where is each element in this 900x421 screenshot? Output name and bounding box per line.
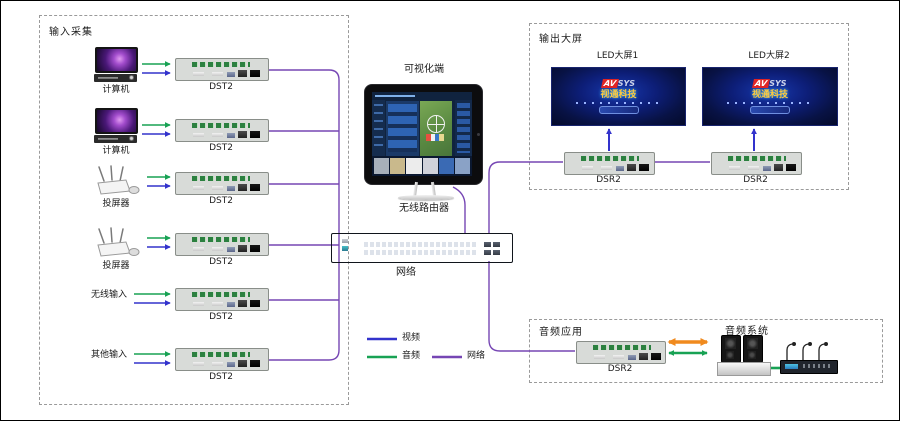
encoder-label: DST2 (209, 257, 233, 267)
encoder-label: DST2 (209, 82, 233, 92)
audio-mixer-icon (780, 360, 838, 374)
encoder-label: DST2 (209, 312, 233, 322)
speaker-icon (721, 335, 741, 363)
source-label: 投屏器 (102, 261, 130, 271)
led-screen-label: LED大屏2 (748, 51, 790, 61)
led-screen-label: LED大屏1 (596, 51, 639, 61)
legend-video-label: 视频 (402, 333, 421, 343)
brand-name: 视通科技 (751, 90, 788, 100)
switch-label: 网络 (396, 267, 416, 278)
dashboard-map-panel (420, 101, 452, 156)
dashboard-thumbnails (372, 156, 472, 176)
tablet-stand-base (398, 195, 454, 200)
input-group-title: 输入采集 (49, 27, 93, 38)
dashboard-screen (372, 92, 472, 176)
brand-name: 视通科技 (600, 90, 637, 100)
speaker-icon (743, 335, 763, 363)
encoder-label: DST2 (209, 372, 233, 382)
audio-system-title: 音频系统 (725, 326, 769, 337)
amplifier-icon (717, 362, 771, 376)
microphones-icon (786, 342, 828, 360)
brand-pill (750, 106, 790, 114)
source-label: 投屏器 (102, 199, 130, 209)
audio-group-title: 音频应用 (539, 327, 583, 338)
source-label: 无线输入 (90, 290, 127, 300)
brand-tagline-dots (575, 102, 662, 104)
output-group-box (529, 23, 849, 190)
led-screen: AVSYS 视通科技 (702, 67, 838, 126)
led-screen: AVSYS 视通科技 (551, 67, 686, 126)
brand-logo: AVSYS (600, 79, 636, 88)
brand-pill (598, 106, 639, 114)
encoder-device (175, 348, 269, 371)
source-label: 计算机 (102, 146, 130, 156)
encoder-label: DST2 (209, 143, 233, 153)
legend-network-label: 网络 (467, 351, 486, 361)
computer-icon (94, 108, 138, 144)
dashboard-buttons (455, 100, 472, 156)
source-label: 其他输入 (90, 350, 127, 360)
dashboard-header (372, 92, 472, 100)
source-label: 计算机 (102, 85, 130, 95)
decoder-label: DSR2 (596, 175, 621, 185)
wireless-router-icon (97, 165, 140, 195)
computer-icon (94, 47, 138, 83)
encoder-label: DST2 (209, 196, 233, 206)
decoder-device (711, 152, 802, 175)
encoder-device (175, 119, 269, 142)
router-label: 无线路由器 (399, 203, 449, 214)
home-button-icon (477, 133, 480, 136)
encoder-device (175, 172, 269, 195)
input-group-box (39, 15, 349, 405)
wireless-router-icon (97, 227, 140, 257)
visualization-tablet (365, 85, 482, 184)
decoder-label: DSR2 (743, 175, 768, 185)
audio-decoder-device (576, 341, 666, 364)
legend-audio-label: 音频 (402, 351, 421, 361)
brand-logo: AVSYS (752, 79, 787, 88)
encoder-device (175, 288, 269, 311)
network-switch (331, 233, 513, 263)
brand-tagline-dots (727, 102, 813, 104)
visualization-label: 可视化端 (404, 64, 444, 75)
dashboard-stats-panel (386, 101, 419, 156)
dashboard-left-menu (372, 100, 385, 156)
encoder-device (175, 58, 269, 81)
output-group-title: 输出大屏 (539, 34, 583, 45)
audio-decoder-label: DSR2 (607, 364, 633, 374)
encoder-device (175, 233, 269, 256)
decoder-device (564, 152, 655, 175)
